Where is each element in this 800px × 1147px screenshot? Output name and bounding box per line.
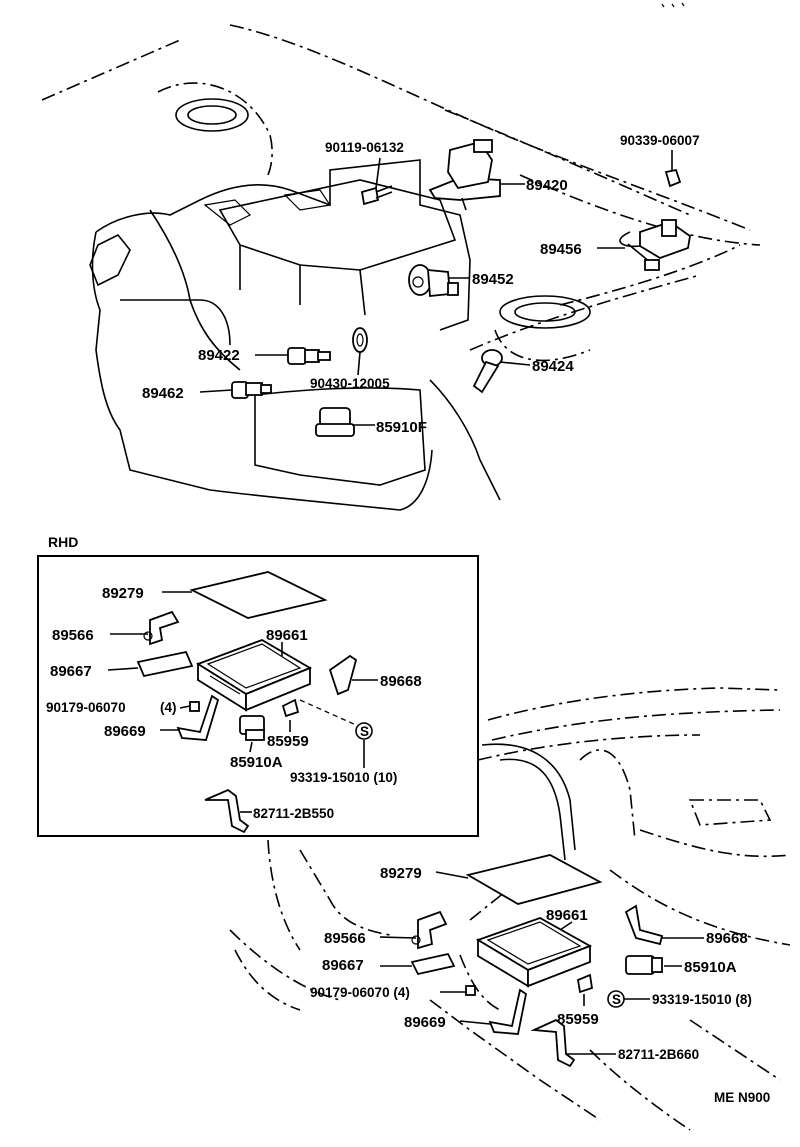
rhd-section-label: RHD	[48, 534, 78, 550]
rhd-label-89566: 89566	[52, 627, 94, 644]
label-89462: 89462	[142, 385, 184, 402]
bracket-89668	[328, 654, 358, 696]
rhd-label-85959: 85959	[267, 733, 309, 750]
rhd-label-89667: 89667	[50, 663, 92, 680]
scan-marks	[661, 2, 685, 8]
clip-85959-lhd	[576, 973, 594, 994]
symbol-s-letter-lhd: S	[612, 992, 621, 1007]
label-90430-12005: 90430-12005	[310, 376, 390, 391]
label-89422: 89422	[198, 347, 240, 364]
rhd-label-89279: 89279	[102, 585, 144, 602]
rhd-label-qty-4: (4)	[160, 700, 177, 715]
bracket-89566-lhd	[417, 910, 448, 950]
bracket-89667	[136, 650, 194, 678]
bracket-89667-lhd	[410, 952, 456, 976]
dashboard-drawing	[229, 687, 791, 1131]
gasket-90430-12005	[352, 327, 368, 353]
lhd-label-89669: 89669	[404, 1014, 446, 1031]
engine-bay-drawing	[41, 24, 761, 511]
catalog-code: ME N900	[714, 1090, 770, 1105]
pad-89279-lhd	[465, 854, 603, 905]
label-89456: 89456	[540, 241, 582, 258]
lhd-label-82711-2B660: 82711-2B660	[618, 1047, 699, 1062]
symbol-s-circle	[355, 722, 373, 740]
clip-85959	[281, 698, 300, 718]
sensor-89462	[231, 381, 272, 399]
rhd-label-89668: 89668	[380, 673, 422, 690]
bracket-89566	[149, 610, 180, 646]
dashboard-leaders	[379, 871, 704, 1055]
vacuum-sensor-89420	[428, 139, 501, 211]
bracket-82711-2B550	[204, 788, 250, 834]
bracket-89669-lhd	[488, 988, 528, 1035]
lhd-label-89667: 89667	[322, 957, 364, 974]
rhd-parts: S	[136, 571, 373, 834]
switch-85910F	[315, 407, 355, 437]
sensor-89422	[287, 347, 331, 365]
lhd-label-93319-15010: 93319-15010 (8)	[652, 992, 752, 1007]
relay-85910A	[239, 715, 265, 741]
rhd-label-90179-06070: 90179-06070	[46, 700, 126, 715]
label-89420: 89420	[526, 177, 568, 194]
dashboard-parts: S	[410, 854, 664, 1068]
bracket-89669	[176, 694, 220, 741]
lhd-label-85959: 85959	[557, 1011, 599, 1028]
rhd-leaders	[107, 591, 378, 813]
label-89424: 89424	[532, 358, 574, 375]
engine-bay-parts	[231, 139, 691, 437]
nut-90179-06070-lhd	[465, 985, 476, 996]
lhd-label-89566: 89566	[324, 930, 366, 947]
label-90119-06132: 90119-06132	[325, 140, 404, 155]
symbol-s-letter: S	[360, 724, 369, 739]
rhd-label-85910A: 85910A	[230, 754, 283, 771]
lhd-label-89668: 89668	[706, 930, 748, 947]
bolt-90119-06132	[360, 185, 393, 206]
bracket-82711-2B660	[530, 1018, 576, 1068]
sensor-89424	[472, 349, 503, 394]
lhd-label-89661: 89661	[546, 907, 588, 924]
pad-89279	[189, 571, 328, 619]
label-85910F: 85910F	[376, 419, 427, 436]
bracket-89668-lhd	[624, 904, 664, 946]
engine-bay-leaders	[199, 150, 673, 426]
ecu-89661-lhd	[475, 917, 593, 988]
label-89452: 89452	[472, 271, 514, 288]
sensor-89452	[408, 264, 459, 297]
lhd-label-85910A: 85910A	[684, 959, 737, 976]
rhd-label-93319-15010: 93319-15010 (10)	[290, 770, 397, 785]
rhd-label-89669: 89669	[104, 723, 146, 740]
rhd-label-82711-2B550: 82711-2B550	[253, 806, 334, 821]
lhd-label-90179-06070: 90179-06070 (4)	[310, 985, 410, 1000]
label-90339-06007: 90339-06007	[620, 133, 700, 148]
rhd-box	[37, 555, 479, 837]
rhd-label-89661: 89661	[266, 627, 308, 644]
sensor-89456	[619, 219, 691, 271]
lhd-label-89279: 89279	[380, 865, 422, 882]
nut-90179-06070	[189, 701, 200, 712]
relay-85910A-lhd	[625, 955, 663, 975]
clip-90339-06007	[664, 168, 682, 188]
